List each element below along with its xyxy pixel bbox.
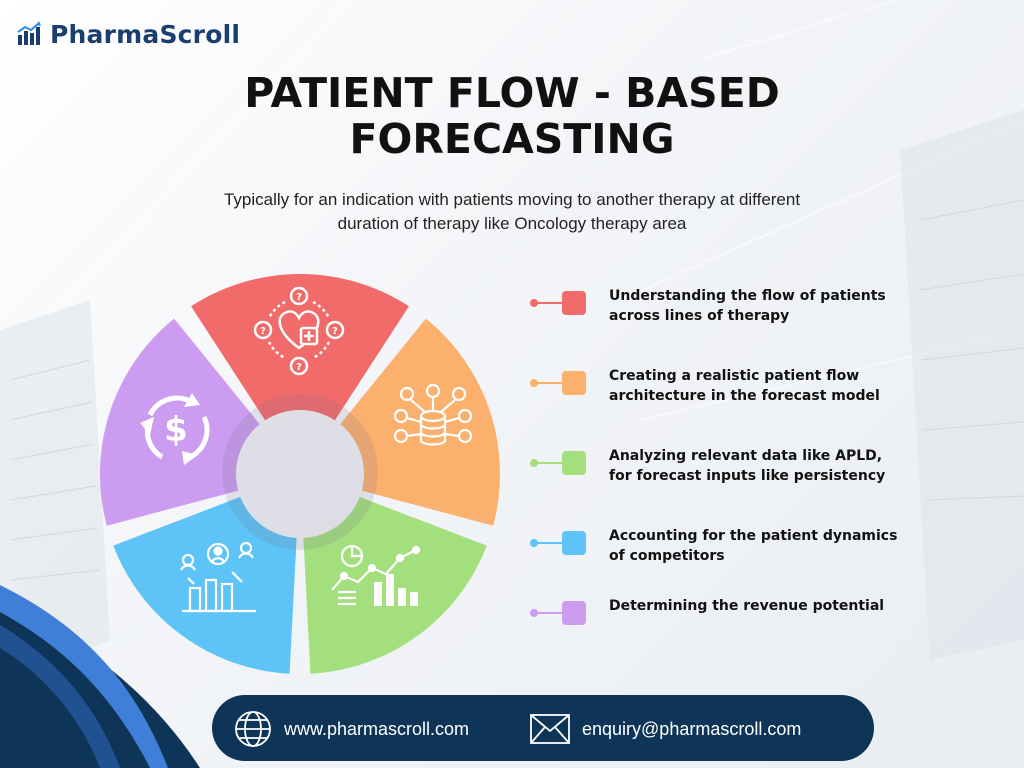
globe-icon (235, 711, 271, 747)
database-people-icon (393, 383, 473, 446)
legend-connector (534, 302, 562, 304)
title-line-1: PATIENT FLOW - BASED (244, 69, 780, 117)
email-link[interactable]: enquiry@pharmascroll.com (582, 718, 802, 739)
people-bar-chart-icon (180, 541, 256, 613)
svg-text:?: ? (296, 362, 302, 373)
legend-text-line: Analyzing relevant data like APLD, (609, 448, 883, 464)
wheel-center-overlay (222, 394, 378, 550)
legend-text: Accounting for the patient dynamics of c… (609, 526, 929, 566)
heart-plus-question-icon: ? ? ? ? (253, 286, 345, 376)
brand-logo: PharmaScroll (16, 16, 240, 52)
page-subtitle: Typically for an indication with patient… (172, 188, 852, 236)
legend-text: Analyzing relevant data like APLD, for f… (609, 446, 929, 486)
footer-website[interactable]: www.pharmascroll.com (234, 709, 469, 749)
legend-item: Accounting for the patient dynamics of c… (528, 524, 928, 568)
footer-email[interactable]: enquiry@pharmascroll.com (530, 709, 801, 749)
legend-item: Creating a realistic patient flow archit… (528, 364, 928, 408)
legend-item: Analyzing relevant data like APLD, for f… (528, 444, 928, 488)
brand-name: PharmaScroll (50, 19, 241, 49)
legend-swatch (562, 601, 586, 625)
legend-connector (534, 382, 562, 384)
page-title: PATIENT FLOW - BASED FORECASTING (0, 70, 1024, 162)
legend-swatch (562, 371, 586, 395)
legend-text-line: Creating a realistic patient flow (609, 368, 860, 384)
legend-text: Determining the revenue potential (609, 596, 929, 616)
svg-text:?: ? (332, 326, 338, 337)
svg-text:?: ? (296, 292, 302, 303)
legend-dot (530, 539, 538, 547)
legend-text-line: for forecast inputs like persistency (609, 468, 886, 484)
legend-text-line: Determining the revenue potential (609, 598, 885, 614)
legend-connector (534, 462, 562, 464)
subtitle-line-2: duration of therapy like Oncology therap… (337, 214, 687, 233)
legend-dot (530, 609, 538, 617)
legend-swatch (562, 531, 586, 555)
svg-text:$: $ (164, 410, 188, 450)
legend-swatch (562, 291, 586, 315)
legend-dot (530, 379, 538, 387)
legend-text-line: of competitors (609, 548, 725, 564)
analytics-chart-icon (331, 544, 421, 606)
legend-text: Understanding the flow of patients acros… (609, 286, 929, 326)
title-line-2: FORECASTING (349, 115, 675, 163)
dollar-cycle-icon: $ (140, 393, 210, 465)
svg-text:?: ? (260, 326, 266, 337)
legend-text-line: Accounting for the patient dynamics (609, 528, 898, 544)
legend-connector (534, 612, 562, 614)
legend-text-line: Understanding the flow of patients (609, 288, 886, 304)
subtitle-line-1: Typically for an indication with patient… (223, 190, 801, 209)
legend-text: Creating a realistic patient flow archit… (609, 366, 929, 406)
legend-item: Understanding the flow of patients acros… (528, 284, 928, 328)
envelope-icon (530, 714, 570, 744)
corner-swoosh-light (0, 585, 168, 768)
legend-swatch (562, 451, 586, 475)
legend-dot (530, 299, 538, 307)
legend-dot (530, 459, 538, 467)
bar-chart-logo-icon (17, 21, 41, 45)
legend-text-line: across lines of therapy (609, 308, 790, 324)
wheel-segment (100, 318, 260, 526)
legend-text-line: architecture in the forecast model (609, 388, 880, 404)
legend-connector (534, 542, 562, 544)
website-link[interactable]: www.pharmascroll.com (284, 718, 470, 739)
footer-contact-bar: www.pharmascroll.com enquiry@pharmascrol… (212, 695, 874, 761)
legend-item: Determining the revenue potential (528, 594, 928, 638)
wheel-segment (303, 496, 487, 674)
